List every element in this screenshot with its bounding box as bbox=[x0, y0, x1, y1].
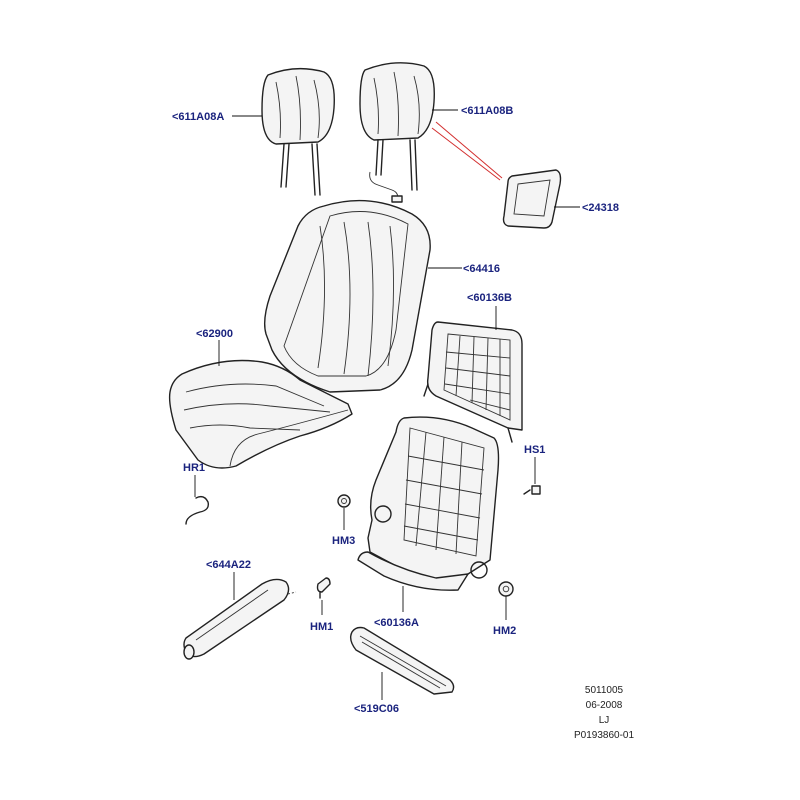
headrest-right[interactable] bbox=[359, 62, 435, 203]
callout-hm3: HM3 bbox=[332, 535, 355, 547]
backrest-cover[interactable] bbox=[263, 199, 431, 393]
armrest[interactable] bbox=[183, 578, 297, 660]
callout-back-frame: <60136B bbox=[467, 292, 512, 304]
callout-seat-cushion: <62900 bbox=[196, 328, 233, 340]
hm1-pin[interactable] bbox=[316, 577, 331, 599]
callout-headrest-right: <611A08B bbox=[461, 105, 513, 117]
hm3-nut[interactable] bbox=[337, 494, 351, 508]
footer-line-2: 06-2008 bbox=[586, 700, 623, 711]
leader-lines bbox=[194, 109, 580, 700]
headrest-monitor[interactable] bbox=[502, 169, 562, 229]
callout-headrest-left: <611A08A bbox=[172, 111, 224, 123]
hr1-hook[interactable] bbox=[185, 495, 210, 525]
seat-cushion[interactable] bbox=[168, 359, 353, 469]
headrest-left[interactable] bbox=[261, 67, 335, 196]
callout-hm1: HM1 bbox=[310, 621, 333, 633]
callout-hm2: HM2 bbox=[493, 625, 516, 637]
callout-backrest-cover: <64416 bbox=[463, 263, 500, 275]
callout-armrest: <644A22 bbox=[206, 559, 251, 571]
callout-seat-frame: <60136A bbox=[374, 617, 419, 629]
callout-hs1: HS1 bbox=[524, 444, 545, 456]
footer-line-1: 5011005 bbox=[585, 685, 624, 696]
back-frame[interactable] bbox=[423, 321, 523, 443]
callout-hr1: HR1 bbox=[183, 462, 205, 474]
hm2-nut[interactable] bbox=[498, 581, 514, 597]
callout-trim-strip: <519C06 bbox=[354, 703, 399, 715]
trim-strip[interactable] bbox=[349, 626, 455, 695]
seat-frame[interactable] bbox=[357, 416, 500, 591]
footer-line-3: LJ bbox=[599, 715, 610, 726]
hs1-bolt[interactable] bbox=[523, 485, 541, 495]
callout-monitor: <24318 bbox=[582, 202, 619, 214]
footer-line-4: P0193860-01 bbox=[574, 730, 634, 741]
